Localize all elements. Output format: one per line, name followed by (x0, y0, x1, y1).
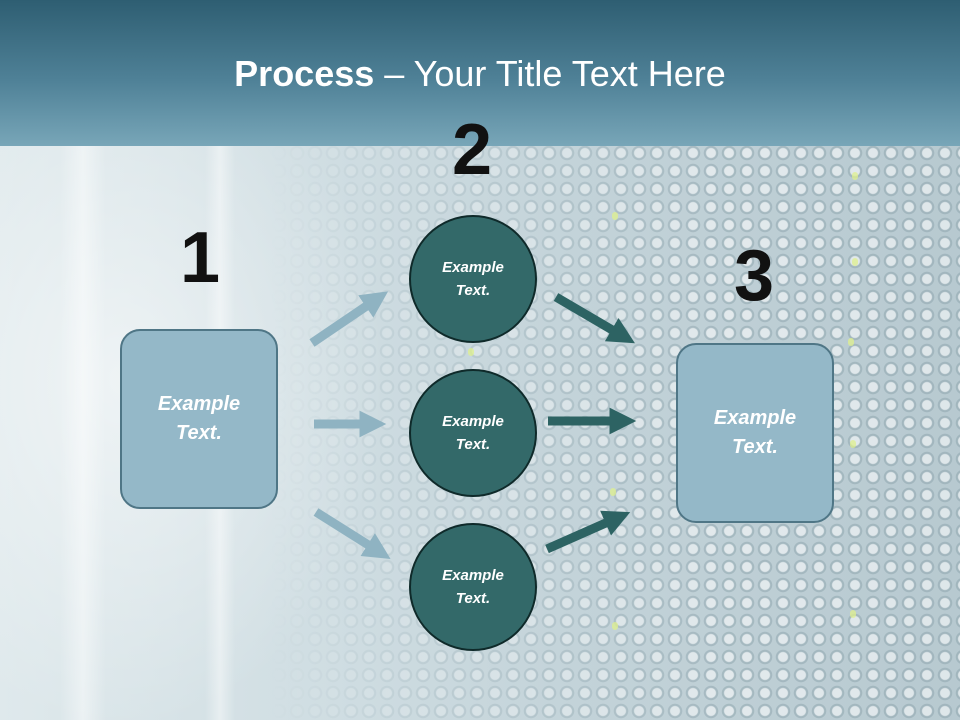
background-led (612, 212, 618, 220)
step-3-box: Example Text. (676, 343, 834, 523)
step-2-circle-bottom: Example Text. (409, 523, 537, 651)
arrow-to-step-2-top (309, 291, 389, 347)
slide-title: Process – Your Title Text Here (0, 52, 960, 96)
background-led (850, 440, 856, 448)
slide-title-strong: Process (234, 53, 375, 94)
background-light-streak (60, 145, 106, 720)
step-number-1: 1 (179, 218, 221, 298)
step-1-box: Example Text. (120, 329, 278, 509)
background-led (612, 622, 618, 630)
background-led (848, 338, 854, 346)
arrow-to-step-2-bottom (313, 508, 391, 559)
background-led (468, 348, 474, 356)
arrow-to-step-3-bottom (545, 510, 631, 554)
step-number-2: 2 (451, 110, 493, 190)
step-2-circle-top: Example Text. (409, 215, 537, 343)
background-led (850, 610, 856, 618)
step-2-circle-middle: Example Text. (409, 369, 537, 497)
step-number-3: 3 (733, 236, 775, 316)
background-led (852, 172, 858, 180)
slide-title-rest: – Your Title Text Here (374, 53, 726, 94)
background-led (610, 488, 616, 496)
title-bar (0, 0, 960, 146)
background-led (852, 258, 858, 266)
arrow-to-step-3-top (553, 293, 635, 344)
